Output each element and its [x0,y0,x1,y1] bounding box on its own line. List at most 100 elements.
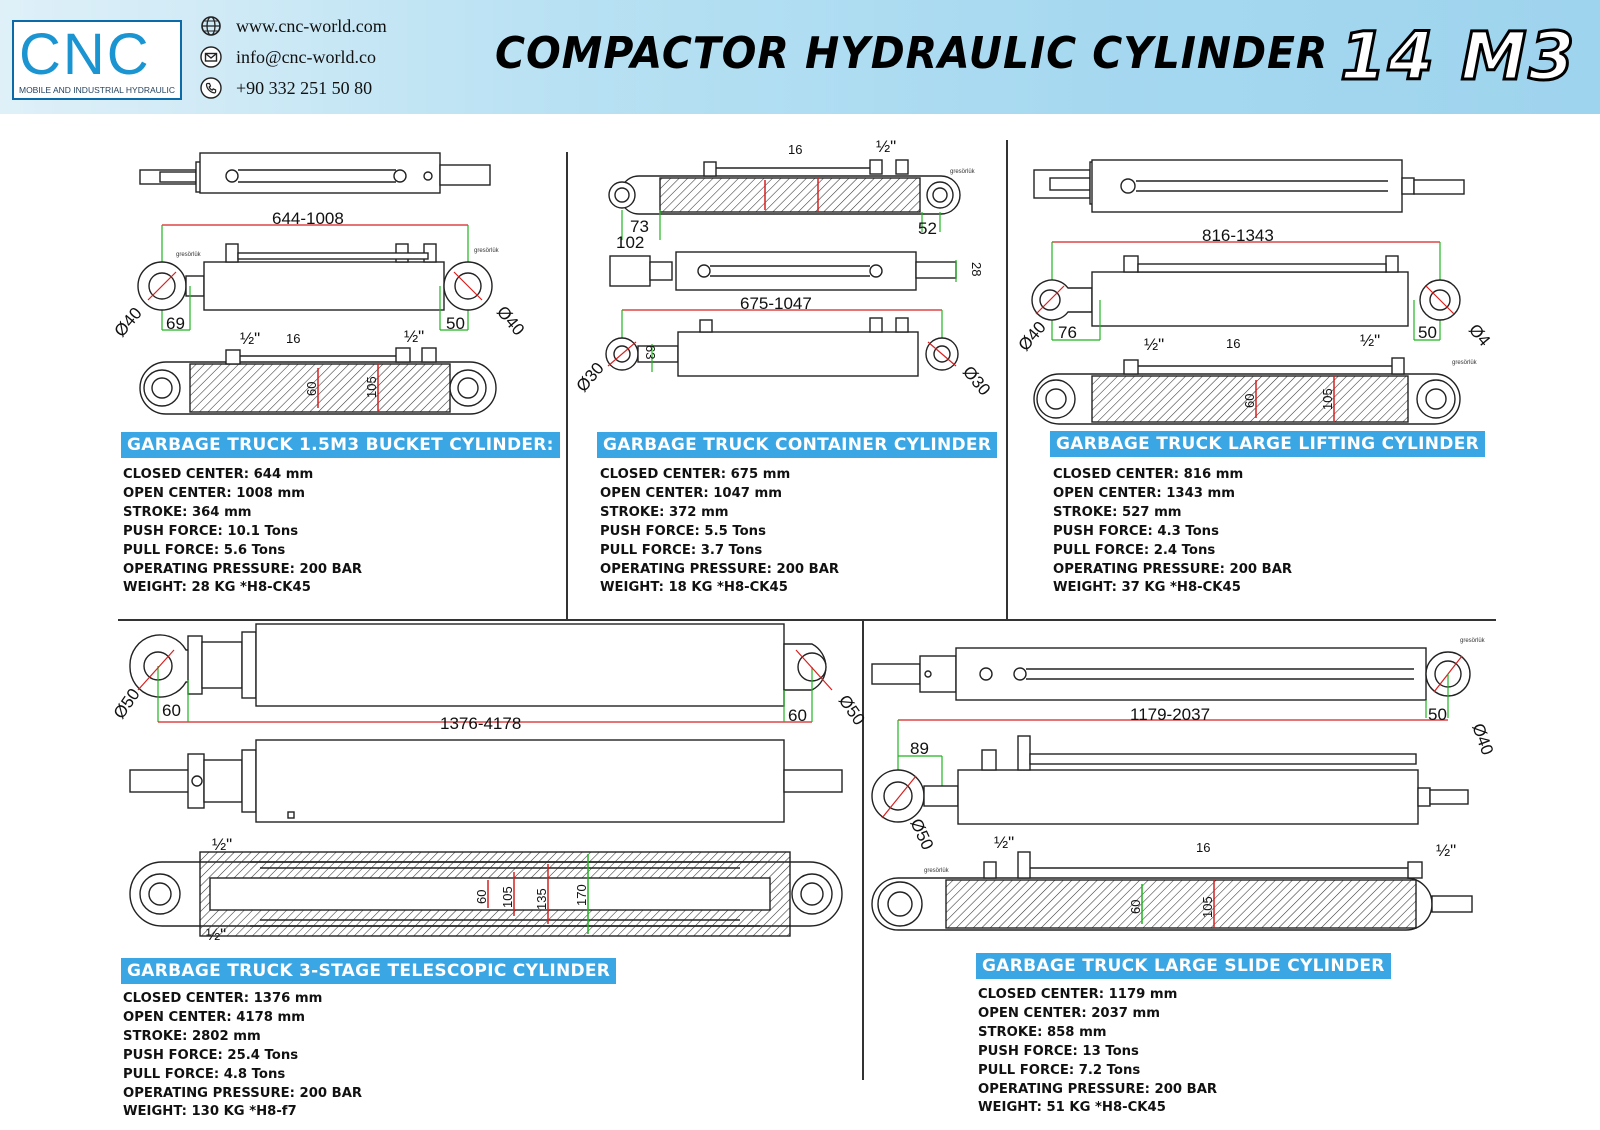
spec-push-force: PUSH FORCE: 4.3 Tons [1053,523,1219,539]
cylinder-4-specs: CLOSED CENTER: 1376 mm OPEN CENTER: 4178… [123,990,362,1122]
cnc-logo: CNC MOBILE AND INDUSTRIAL HYDRAULIC [12,20,182,100]
c2-length-label: 675-1047 [740,294,812,313]
spec-push-force: PUSH FORCE: 13 Tons [978,1043,1139,1059]
spec-pressure: OPERATING PRESSURE: 200 BAR [1053,561,1293,577]
spec-pull-force: PULL FORCE: 7.2 Tons [978,1062,1141,1078]
c1-length-label: 644-1008 [272,209,344,228]
globe-icon [201,16,221,36]
spec-stroke: STROKE: 2802 mm [123,1028,261,1044]
c4-top-view [129,739,843,823]
c1-top-view [139,152,491,194]
c3-left-w: 76 [1058,323,1077,342]
cylinder-3-drawing: 816-1343 Ø40 76 50 Ø4 ½" 1 [1015,159,1495,425]
c1-section-view: ½" 16 ½" 60 105 [139,327,497,415]
c2-top-view [609,251,957,291]
cylinder-4-drawing: Ø50 60 1376-4178 60 Ø50 ½" ½" [110,623,869,944]
c3-half-left: ½" [1144,335,1164,354]
c2-w73: 73 [630,217,649,236]
c3-half-right: ½" [1360,331,1380,350]
c4-right-dia: Ø50 [835,691,869,728]
spec-stroke: STROKE: 527 mm [1053,504,1182,520]
c1-port-left: gresörlük [176,252,202,258]
spec-weight: WEIGHT: 51 KG *H8-CK45 [978,1100,1166,1116]
cylinder-5-title: GARBAGE TRUCK LARGE SLIDE CYLINDER [976,953,1391,979]
spec-stroke: STROKE: 372 mm [600,504,729,520]
c2-hose: 16 [788,142,802,157]
c4-length-label: 1376-4178 [440,714,521,733]
spec-closed-center: CLOSED CENTER: 1376 mm [123,991,323,1006]
page-title: COMPACTOR HYDRAULIC CYLINDER [495,28,1329,79]
c1-left-w: 69 [166,314,185,333]
spec-weight: WEIGHT: 130 KG *H8-f7 [123,1104,297,1120]
spec-closed-center: CLOSED CENTER: 1179 mm [978,987,1178,1002]
c4-half-top: ½" [212,835,232,854]
c5-w89: 89 [910,739,929,758]
c3-left-dia: Ø40 [1015,318,1050,355]
contact-phone: +90 332 251 50 80 [200,75,372,101]
c4-right-w: 60 [788,706,807,725]
c3-top-view [1033,159,1465,213]
spec-open-center: OPEN CENTER: 1008 mm [123,485,306,501]
c5-rod: 60 [1128,900,1143,914]
spec-pull-force: PULL FORCE: 4.8 Tons [123,1066,286,1082]
c2-w63: 63 [643,345,658,359]
c1-port-right: gresörlük [474,248,500,254]
spec-open-center: OPEN CENTER: 1343 mm [1053,485,1236,501]
c5-section-view: ½" 16 ½" gresörlük 60 105 [871,833,1473,931]
c2-side-view: 675-1047 Ø30 63 Ø30 [573,294,995,399]
spec-pull-force: PULL FORCE: 3.7 Tons [600,542,763,558]
c3-rod: 60 [1242,394,1257,408]
c5-port-section: gresörlük [924,868,950,874]
email-text[interactable]: info@cnc-world.co [236,46,377,67]
c2-port: gresörlük [950,169,976,175]
c5-left-dia: Ø50 [906,816,937,853]
c5-port-top: gresörlük [1460,638,1486,644]
c4-side-view: Ø50 60 1376-4178 60 Ø50 [110,623,869,733]
c3-side-view: 816-1343 Ø40 76 50 Ø4 [1015,226,1495,355]
divider-v1 [566,152,568,620]
phone-icon [200,77,222,99]
header-banner: CNC MOBILE AND INDUSTRIAL HYDRAULIC www.… [0,0,1600,114]
spec-open-center: OPEN CENTER: 2037 mm [978,1005,1161,1021]
spec-weight: WEIGHT: 37 KG *H8-CK45 [1053,580,1241,596]
cylinder-2-title: GARBAGE TRUCK CONTAINER CYLINDER [597,432,998,458]
website-text[interactable]: www.cnc-world.com [236,15,387,36]
c1-bore: 105 [364,376,379,398]
c5-half-right: ½" [1436,841,1456,860]
spec-pressure: OPERATING PRESSURE: 200 BAR [123,1085,363,1101]
phone-text[interactable]: +90 332 251 50 80 [236,77,373,98]
cylinder-1-specs: CLOSED CENTER: 644 mm OPEN CENTER: 1008 … [123,466,362,598]
spec-closed-center: CLOSED CENTER: 675 mm [600,467,791,482]
spec-pull-force: PULL FORCE: 2.4 Tons [1053,542,1216,558]
c4-left-w: 60 [162,701,181,720]
c3-section-view: ½" 16 ½" gresörlük 60 105 [1033,331,1478,425]
cylinder-4-title: GARBAGE TRUCK 3-STAGE TELESCOPIC CYLINDE… [121,958,617,984]
c3-port: gresörlük [1452,360,1478,366]
logo-subtitle: MOBILE AND INDUSTRIAL HYDRAULIC [18,85,176,95]
c4-s4: 170 [574,884,589,906]
spec-weight: WEIGHT: 28 KG *H8-CK45 [123,580,311,596]
c2-w28: 28 [969,262,984,276]
cylinder-1-drawing: 644-1008 gresörlük gresörlük Ø40 [111,152,528,415]
volume-label: 14 M3 [1338,17,1577,97]
spec-stroke: STROKE: 858 mm [978,1024,1107,1040]
c2-section-view: 16 ½" gresörlük 73 102 5 [608,137,976,252]
c5-half-left: ½" [994,833,1014,852]
c2-left-dia: Ø30 [573,359,608,396]
cylinder-2-specs: CLOSED CENTER: 675 mm OPEN CENTER: 1047 … [600,466,839,598]
c3-right-dia: Ø4 [1465,320,1494,350]
c4-s2: 105 [500,886,515,908]
logo-text: CNC [19,22,151,87]
c2-half-inch: ½" [876,137,896,156]
divider-v3 [862,620,864,1080]
spec-closed-center: CLOSED CENTER: 644 mm [123,467,314,482]
c4-s3: 135 [534,888,549,910]
c2-right-dia: Ø30 [959,362,994,399]
c1-half-left: ½" [240,329,260,348]
spec-push-force: PUSH FORCE: 10.1 Tons [123,523,299,539]
c3-hose: 16 [1226,336,1240,351]
mail-icon [200,46,222,68]
spec-pull-force: PULL FORCE: 5.6 Tons [123,542,286,558]
cylinder-2-drawing: 16 ½" gresörlük 73 102 5 [573,137,995,399]
spec-stroke: STROKE: 364 mm [123,504,252,520]
